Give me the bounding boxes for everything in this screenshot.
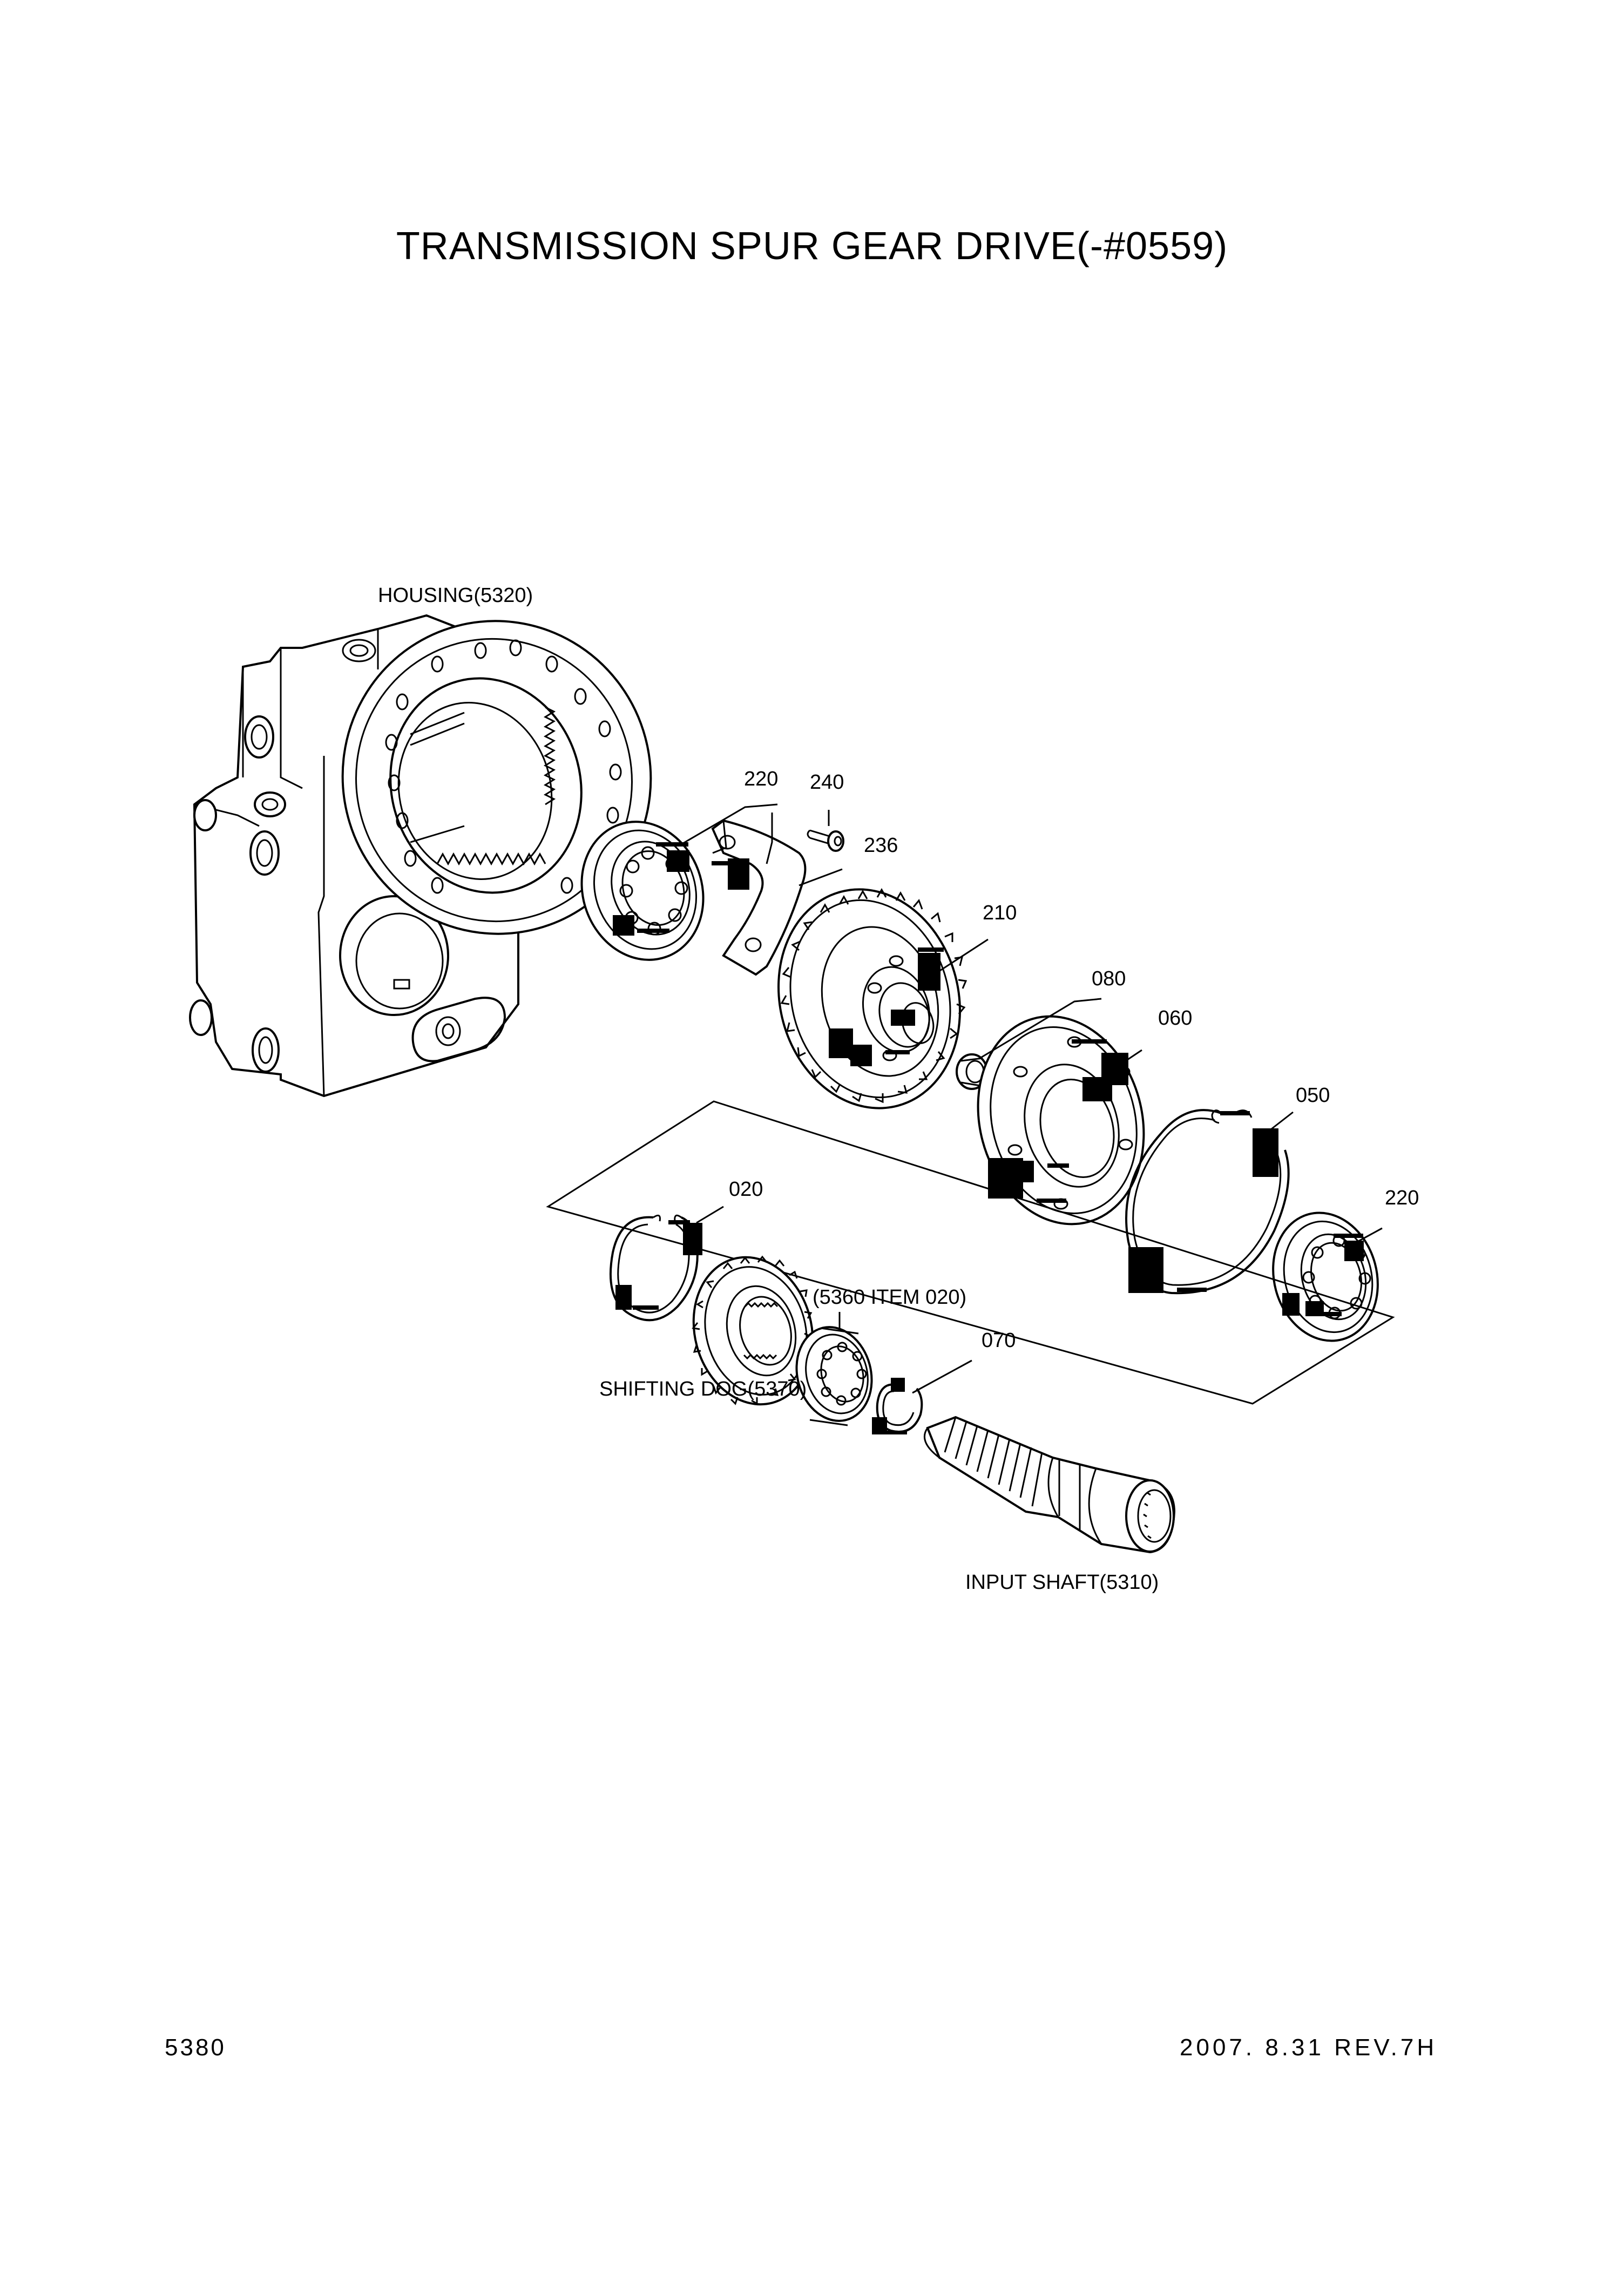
snap-ring-070 (872, 1378, 922, 1434)
part-240-label: 240 (810, 771, 844, 794)
leader-lines (680, 804, 1382, 1393)
page-number: 5380 (165, 2034, 226, 2061)
spur-gear-210 (755, 869, 984, 1128)
revision-date: 2007. 8.31 REV.7H (1180, 2034, 1438, 2061)
item-ref-label: (5360 ITEM 020) (813, 1286, 967, 1309)
part-060-label: 060 (1158, 1007, 1193, 1030)
lock-plate-236 (712, 821, 805, 974)
sleeve-080 (957, 1054, 987, 1089)
subassembly-outline (548, 1101, 1393, 1404)
part-050-label: 050 (1296, 1084, 1330, 1107)
part-020-label: 020 (729, 1178, 763, 1201)
bearing-220-top (563, 804, 722, 977)
part-220-top-label: 220 (744, 768, 779, 790)
shifting-dog-part (678, 1244, 829, 1418)
housing-label: HOUSING(5320) (378, 584, 533, 607)
part-210-label: 210 (983, 902, 1017, 924)
page-title: TRANSMISSION SPUR GEAR DRIVE(-#0559) (396, 225, 1228, 268)
part-070-label: 070 (982, 1329, 1016, 1352)
input-shaft-part (924, 1417, 1174, 1552)
part-080-label: 080 (1092, 967, 1126, 990)
bearing-220-right (1259, 1201, 1392, 1353)
part-236-label: 236 (864, 834, 898, 857)
snap-ring-020 (611, 1215, 702, 1320)
cover-060 (956, 998, 1167, 1243)
housing-part (190, 586, 686, 1096)
part-220-right-label: 220 (1385, 1187, 1419, 1209)
input-shaft-label: INPUT SHAFT(5310) (965, 1571, 1159, 1594)
bolt-240 (808, 830, 843, 851)
retaining-ring-050 (1126, 1110, 1289, 1293)
shifting-dog-label: SHIFTING DOG(5370) (599, 1378, 807, 1400)
